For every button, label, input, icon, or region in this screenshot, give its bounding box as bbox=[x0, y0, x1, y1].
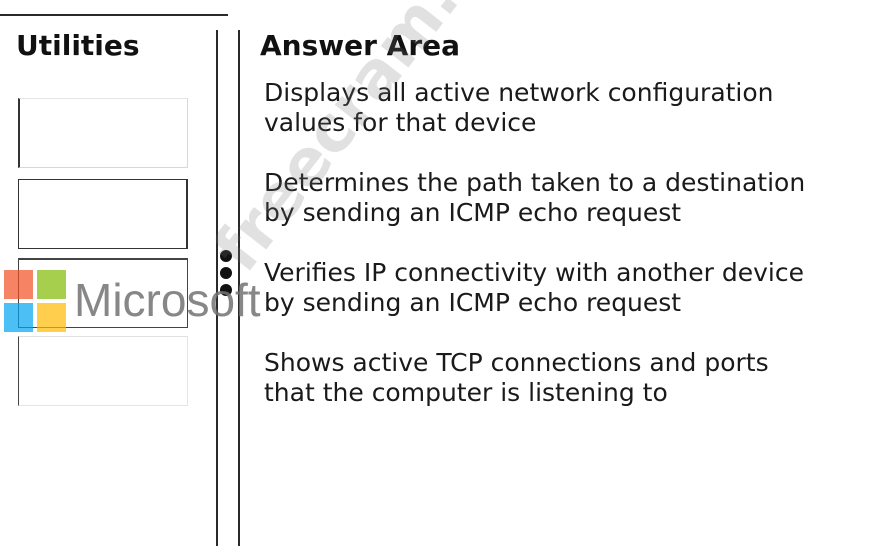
logo-square-green bbox=[37, 270, 66, 299]
answer-item-netstat-description[interactable]: Shows active TCP connections and ports t… bbox=[264, 348, 878, 408]
handle-dot bbox=[220, 284, 232, 296]
answer-item-line: Determines the path taken to a destinati… bbox=[264, 168, 806, 197]
answer-item-line: values for that device bbox=[264, 108, 537, 137]
answer-item-line: by sending an ICMP echo request bbox=[264, 198, 682, 227]
handle-dot bbox=[220, 267, 232, 279]
answer-item-line: that the computer is listening to bbox=[264, 378, 668, 407]
vertical-ellipsis-icon[interactable] bbox=[219, 250, 233, 298]
answer-item-line: Shows active TCP connections and ports bbox=[264, 348, 769, 377]
panel-divider-left bbox=[216, 30, 218, 546]
answer-item-line: by sending an ICMP echo request bbox=[264, 288, 682, 317]
microsoft-wordmark: Microsoft bbox=[74, 274, 261, 326]
answer-item-ping-description[interactable]: Verifies IP connectivity with another de… bbox=[264, 258, 878, 318]
utility-slot-2[interactable] bbox=[18, 179, 188, 249]
answer-item-ipconfig-description[interactable]: Displays all active network configuratio… bbox=[264, 78, 878, 138]
utility-slot-1[interactable] bbox=[18, 98, 188, 168]
utilities-heading: Utilities bbox=[16, 29, 140, 62]
handle-dot bbox=[220, 250, 232, 262]
answer-item-line: Displays all active network configuratio… bbox=[264, 78, 774, 107]
answer-item-line: Verifies IP connectivity with another de… bbox=[264, 258, 804, 287]
logo-square-red bbox=[4, 270, 33, 299]
top-divider bbox=[0, 14, 228, 16]
logo-square-yellow bbox=[37, 303, 66, 332]
panel-divider-right bbox=[238, 30, 240, 546]
utility-slot-4[interactable] bbox=[18, 336, 188, 406]
answer-area-heading: Answer Area bbox=[260, 29, 461, 62]
answer-list: Displays all active network configuratio… bbox=[264, 78, 878, 438]
logo-square-blue bbox=[4, 303, 33, 332]
answer-item-tracert-description[interactable]: Determines the path taken to a destinati… bbox=[264, 168, 878, 228]
